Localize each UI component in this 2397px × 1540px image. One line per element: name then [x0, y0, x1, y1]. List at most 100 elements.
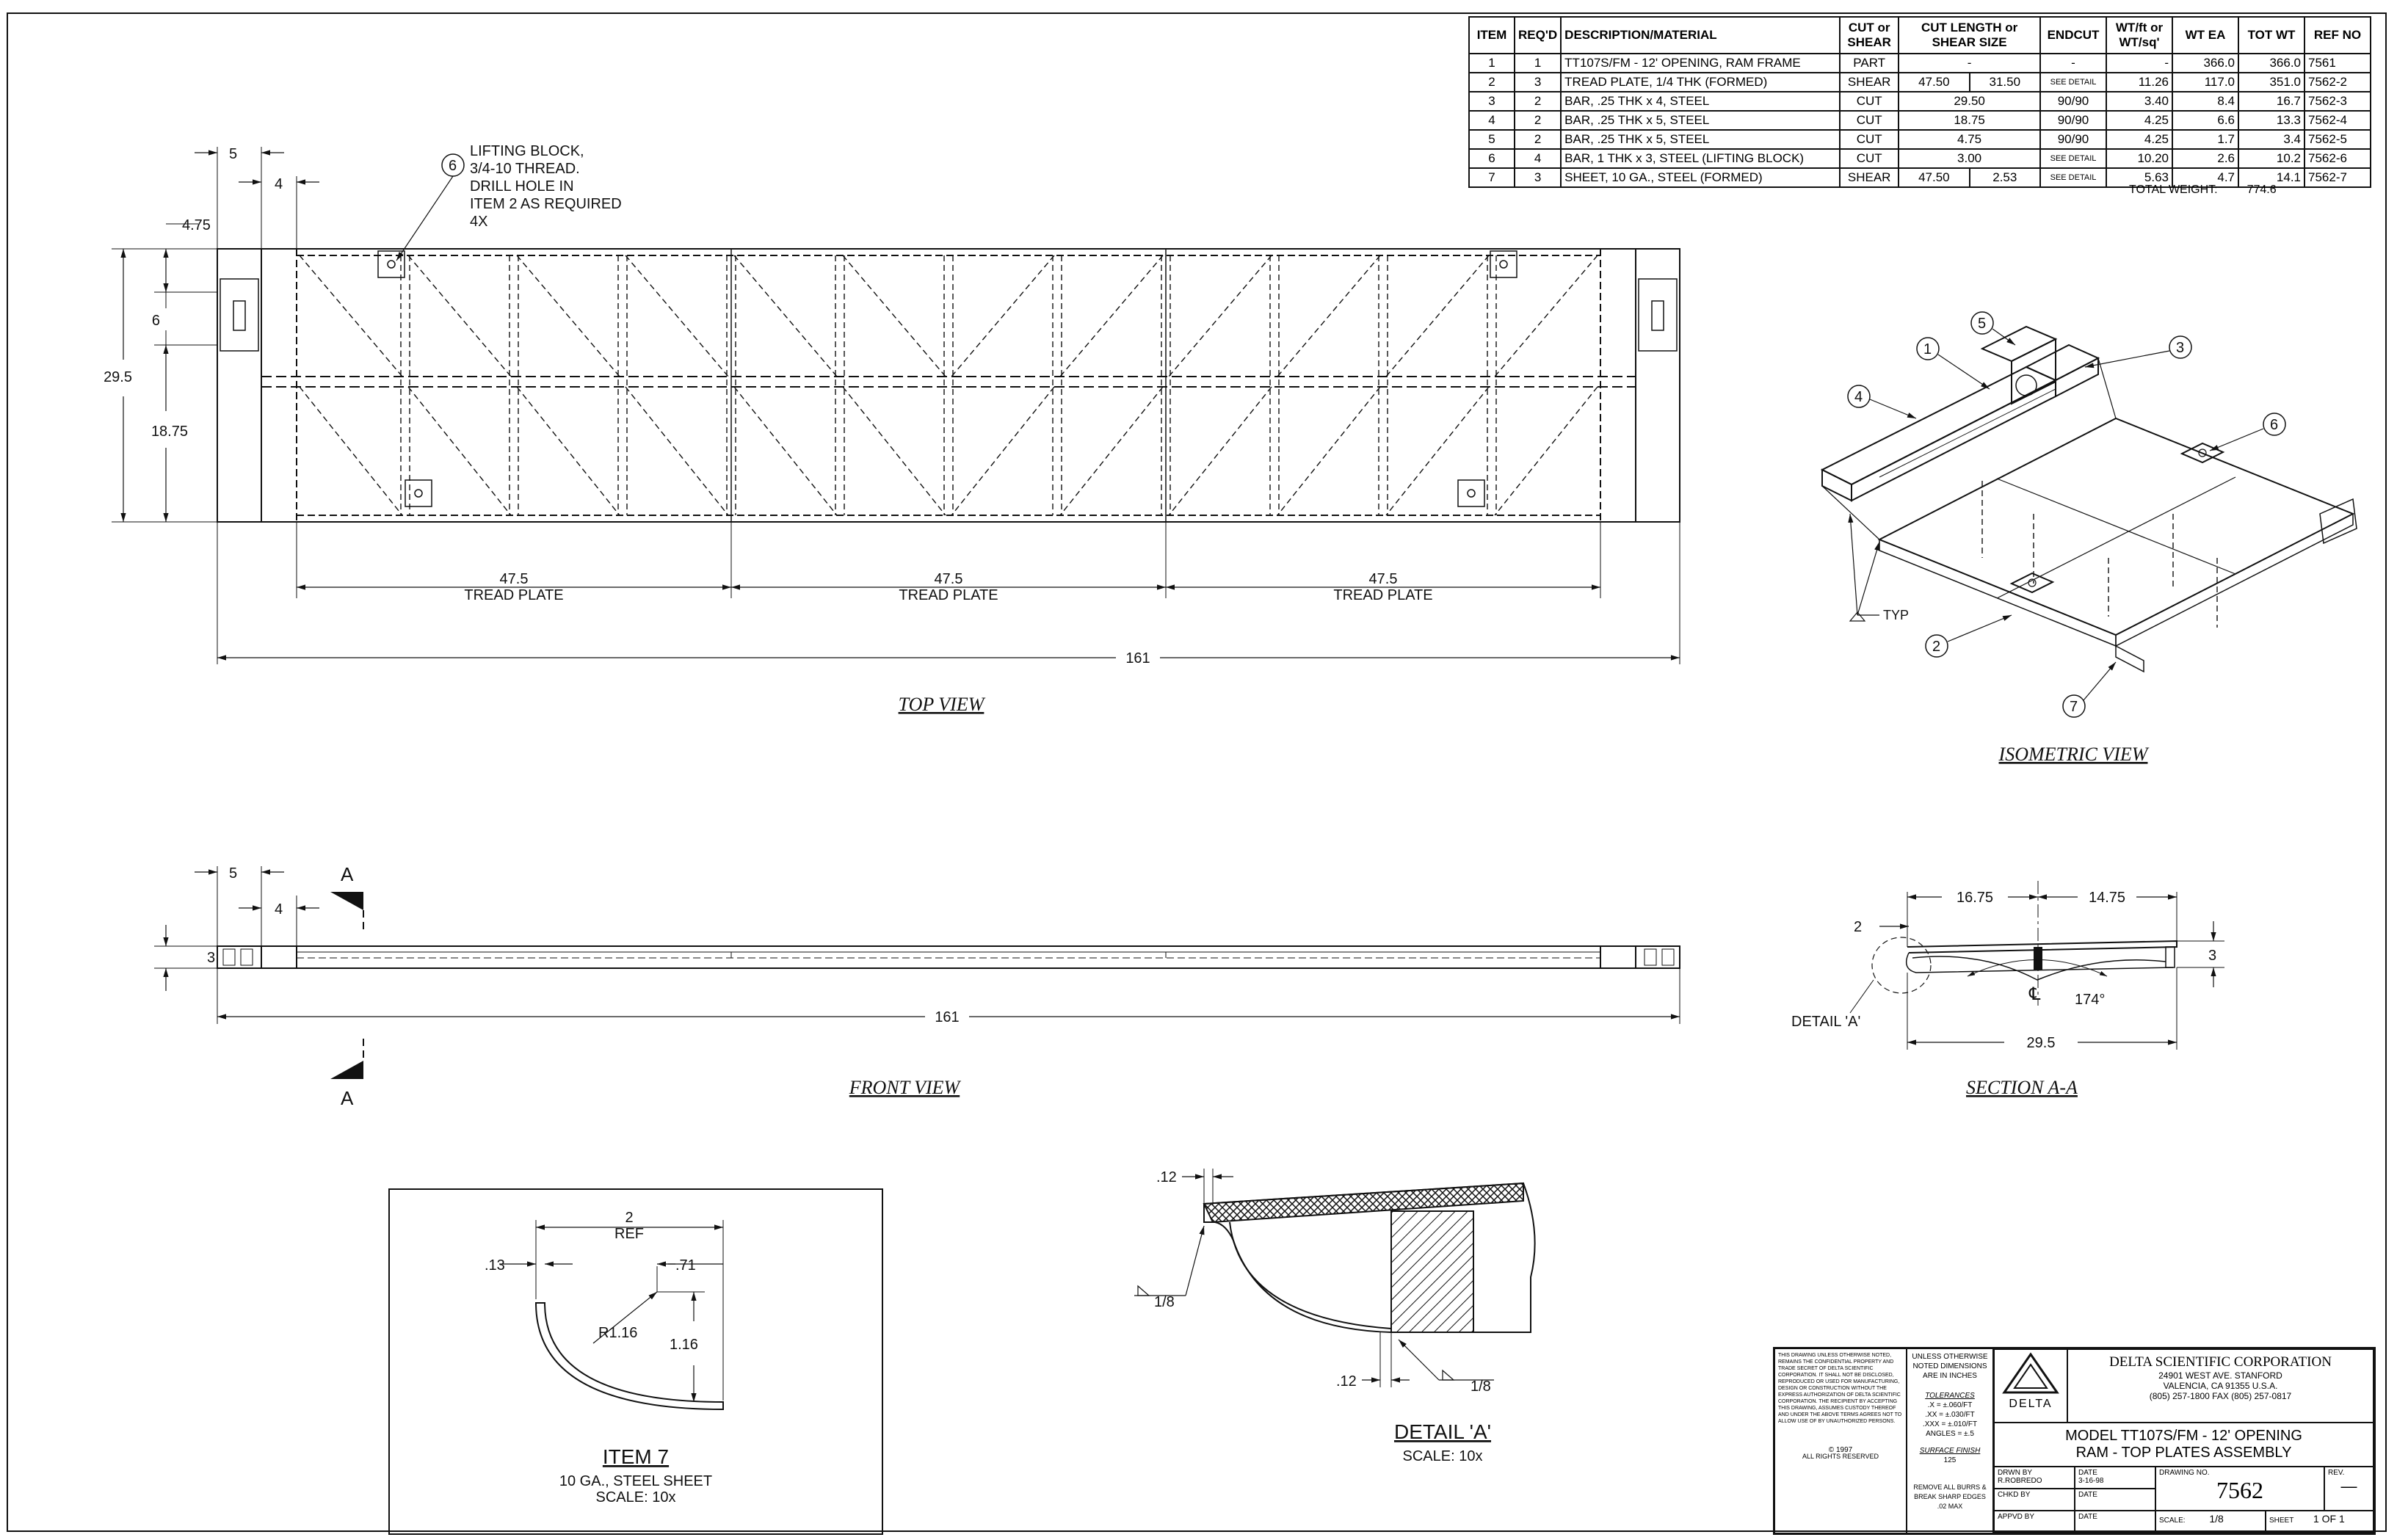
bom-cell-cut: CUT: [1839, 110, 1900, 131]
iso-view-title: ISOMETRIC VIEW: [1998, 744, 2150, 765]
bom-cell-cut: SHEAR: [1839, 72, 1900, 92]
tb-approved: APPVD BY: [1994, 1511, 2075, 1533]
bom-cell-cut: CUT: [1839, 91, 1900, 112]
top-view-labels: 5 4 4.75 6 29.5 18.75 6 LIFTING BLOCK, 3…: [104, 143, 1433, 715]
bom-cell-totwt: 13.3: [2238, 110, 2305, 131]
tb-drawn-value: R.ROBREDO: [1998, 1477, 2042, 1485]
bom-cell-len2: 31.50: [1968, 72, 2042, 92]
bom-col-endcut: ENDCUT: [2039, 16, 2107, 54]
bom-total-label: TOTAL WEIGHT:: [2129, 184, 2218, 196]
front-view-labels: 5 4 3 161 A A FRONT VIEW: [207, 863, 962, 1109]
tb-checked-date: DATE: [2075, 1489, 2155, 1511]
item7-dim-2: 2: [625, 1210, 633, 1226]
bom-cell-end: SEE DETAIL: [2039, 148, 2107, 169]
isometric-view: [1820, 311, 2357, 718]
bom-cell-end: 90/90: [2039, 110, 2107, 131]
bom-cell-wtea: 4.7: [2172, 167, 2239, 188]
bom-cell-end: SEE DETAIL: [2039, 72, 2107, 92]
bom-cell-totwt: 14.1: [2238, 167, 2305, 188]
detail-a-scale: SCALE: 10x: [1403, 1448, 1483, 1464]
tb-drawn-date-value: 3-16-98: [2078, 1477, 2104, 1485]
bom-col-ref: REF NO: [2304, 16, 2371, 54]
section-letter-bottom: A: [341, 1087, 354, 1109]
top-view-outline: [217, 248, 1680, 523]
detail-a: [1134, 1169, 1536, 1387]
bom-cell-cut: CUT: [1839, 129, 1900, 150]
tb-date-label-1: DATE: [2078, 1469, 2097, 1477]
bom-cell-ref: 7562-3: [2304, 91, 2371, 112]
bom-cell-len1: 18.75: [1898, 110, 2041, 131]
tb-addr2: VALENCIA, CA 91355 U.S.A.: [2163, 1381, 2278, 1391]
item7-sub2: SCALE: 10x: [596, 1489, 676, 1506]
bom-cell-totwt: 366.0: [2238, 53, 2305, 73]
sheet-border: [7, 12, 2387, 1532]
truss-diag-upper: [1168, 255, 1272, 377]
bom-cell-len1: 47.50: [1898, 167, 1970, 188]
tb-sheet-value: 1 OF 1: [2313, 1513, 2345, 1525]
bom-cell-req: 2: [1513, 129, 1562, 150]
bom-col-wtea: WT EA: [2172, 16, 2239, 54]
bom-cell-len1: 4.75: [1898, 129, 2041, 150]
truss-diag-lower: [842, 386, 946, 516]
sec-dim-3: 3: [2208, 948, 2216, 964]
bom-cell-item: 2: [1468, 72, 1515, 92]
truss-diag-upper: [299, 255, 403, 377]
truss-diag-upper: [625, 255, 729, 377]
tb-tol-3: .XXX = ±.010/FT: [1922, 1420, 1978, 1428]
detail-weld-2: 1/8: [1471, 1379, 1491, 1395]
bom-cell-req: 1: [1513, 53, 1562, 73]
bom-cell-totwt: 16.7: [2238, 91, 2305, 112]
bom-total-value: 774.6: [2246, 184, 2277, 196]
tb-date-label-3: DATE: [2078, 1513, 2097, 1521]
tb-main: DELTA DELTA SCIENTIFIC CORPORATION 24901…: [1994, 1349, 2374, 1533]
tb-tol-2: .XX = ±.030/FT: [1925, 1411, 1975, 1419]
item7-labels: 2 REF .13 .71 R1.16 1.16 ITEM 7 10 GA., …: [485, 1210, 712, 1506]
bom-cell-len2: 2.53: [1968, 167, 2042, 188]
bom-cell-ref: 7562-4: [2304, 110, 2371, 131]
tread-label-3: TREAD PLATE: [1333, 587, 1432, 603]
front-dim-4: 4: [275, 901, 283, 918]
bom-cell-wtea: 2.6: [2172, 148, 2239, 169]
bom-cell-item: 1: [1468, 53, 1515, 73]
bom-col-desc: DESCRIPTION/MATERIAL: [1560, 16, 1841, 54]
tread-dim-1: 47.5: [500, 571, 529, 587]
bom-cell-totwt: 351.0: [2238, 72, 2305, 92]
detail-dim-12-b: .12: [1336, 1373, 1357, 1390]
truss-diag-upper: [951, 255, 1055, 377]
bom-cell-end: 90/90: [2039, 129, 2107, 150]
tb-title: MODEL TT107S/FM - 12' OPENING RAM - TOP …: [1994, 1423, 2374, 1467]
dim-18-75: 18.75: [151, 424, 188, 440]
tb-title-2: RAM - TOP PLATES ASSEMBLY: [2075, 1445, 2292, 1461]
tb-addr1: 24901 WEST AVE. STANFORD: [2158, 1370, 2282, 1381]
tb-phone: (805) 257-1800 FAX (805) 257-0817: [2149, 1391, 2292, 1401]
tb-confidential-notice: THIS DRAWING UNLESS OTHERWISE NOTED, REM…: [1775, 1349, 1907, 1533]
tb-tolerances: UNLESS OTHERWISE NOTED DIMENSIONS ARE IN…: [1907, 1349, 1994, 1533]
tb-tol-4: ANGLES = ±.5: [1926, 1430, 1974, 1438]
bom-cell-wtft: 11.26: [2106, 72, 2173, 92]
bom-cell-wtea: 366.0: [2172, 53, 2239, 73]
iso-balloon-3: 3: [2176, 340, 2184, 356]
bom-cell-desc: TREAD PLATE, 1/4 THK (FORMED): [1560, 72, 1841, 92]
iso-balloon-4: 4: [1854, 389, 1863, 405]
iso-balloon-6: 6: [2270, 417, 2278, 433]
top-view: [112, 147, 1680, 664]
bom-cell-totwt: 3.4: [2238, 129, 2305, 150]
item7-detail: [388, 1188, 883, 1535]
tb-chkd-label: CHKD BY: [1998, 1491, 2031, 1499]
tb-burrs: REMOVE ALL BURRS & BREAK SHARP EDGES .02…: [1913, 1483, 1987, 1510]
bom-cell-len1: 29.50: [1898, 91, 2041, 112]
front-view-title: FRONT VIEW: [849, 1077, 962, 1098]
delta-logo-icon: [2002, 1352, 2059, 1394]
bom-cell-wtft: 3.40: [2106, 91, 2173, 112]
bom-cell-len1: 3.00: [1898, 148, 2041, 169]
tb-company: DELTA SCIENTIFIC CORPORATION 24901 WEST …: [2067, 1349, 2374, 1423]
sec-dim-29-5: 29.5: [2027, 1035, 2056, 1051]
bom-cell-req: 2: [1513, 91, 1562, 112]
bom-cell-end: SEE DETAIL: [2039, 167, 2107, 188]
item7-dim-116: 1.16: [670, 1337, 698, 1353]
detail-a-ref: DETAIL 'A': [1791, 1014, 1860, 1030]
